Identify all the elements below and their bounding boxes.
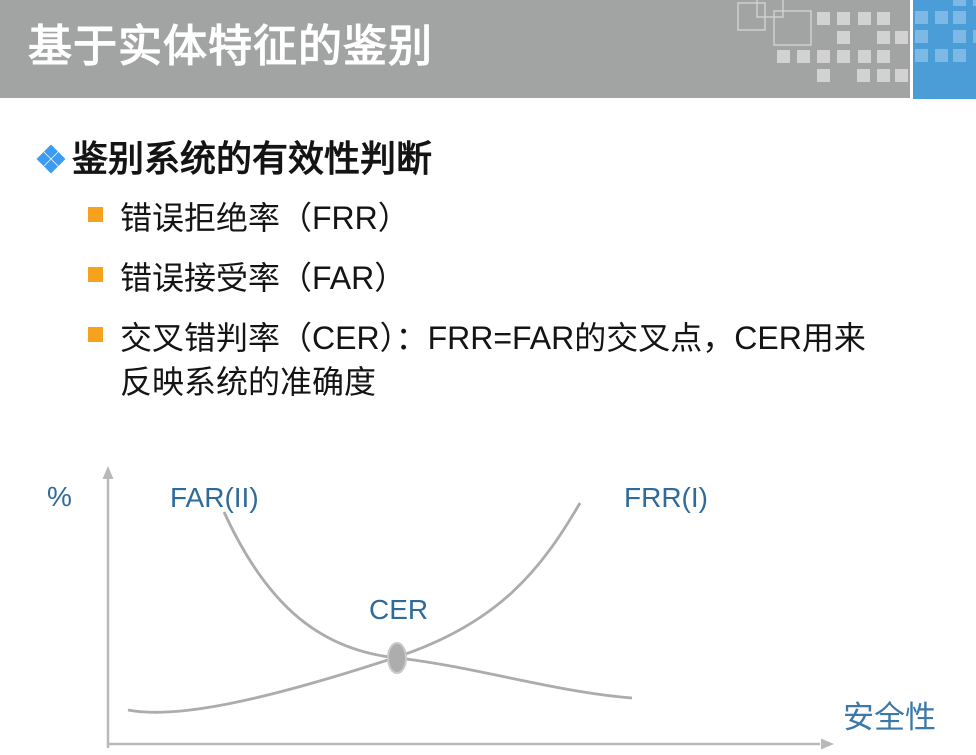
blue-squares-icon [915, 0, 976, 62]
x-axis-label: 安全性 [843, 700, 936, 735]
bullet-item-cer: 交叉错判率（CER）：FRR=FAR的交叉点，CER用来 反映系统的准确度 [88, 316, 866, 404]
bullet-line-2: 反映系统的准确度 [120, 364, 377, 400]
cer-intersection-marker [387, 642, 407, 674]
far-frr-crossover-chart [102, 466, 834, 750]
y-axis-label: % [47, 481, 72, 512]
cer-label: CER [369, 594, 429, 625]
bullet-text: 错误接受率（FAR） [120, 256, 406, 300]
band-divider [910, 0, 913, 99]
square-bullet-icon [88, 327, 103, 342]
section-heading: 鉴别系统的有效性判断 [72, 138, 433, 179]
heading-row: 鉴别系统的有效性判断 [36, 136, 432, 182]
x-axis-arrow-icon [821, 738, 834, 750]
slide-header: 基于实体特征的鉴别 [0, 0, 976, 99]
far-curve-label: FAR(II) [170, 482, 259, 513]
bullet-text: 错误拒绝率（FRR） [120, 196, 410, 240]
square-bullet-icon [88, 207, 103, 222]
bullet-text: 交叉错判率（CER）：FRR=FAR的交叉点，CER用来 反映系统的准确度 [120, 316, 866, 404]
chart-axes [106, 478, 820, 748]
bullet-item-frr: 错误拒绝率（FRR） [88, 196, 410, 240]
bullet-item-far: 错误接受率（FAR） [88, 256, 406, 300]
header-decoration-squares [737, 0, 976, 99]
bullet-line: 错误拒绝率（FRR） [120, 200, 410, 236]
slide-title: 基于实体特征的鉴别 [28, 22, 433, 71]
bullet-line-1: 交叉错判率（CER）：FRR=FAR的交叉点，CER用来 [120, 320, 866, 356]
y-axis-arrow-icon [102, 466, 114, 479]
square-bullet-icon [88, 267, 103, 282]
bullet-line: 错误接受率（FAR） [120, 260, 407, 296]
four-diamond-bullet-icon [36, 144, 66, 174]
frr-curve-label: FRR(I) [624, 482, 708, 513]
outline-squares-icon [737, 0, 812, 46]
frr-curve [127, 502, 582, 714]
gray-squares-icon [777, 12, 908, 82]
